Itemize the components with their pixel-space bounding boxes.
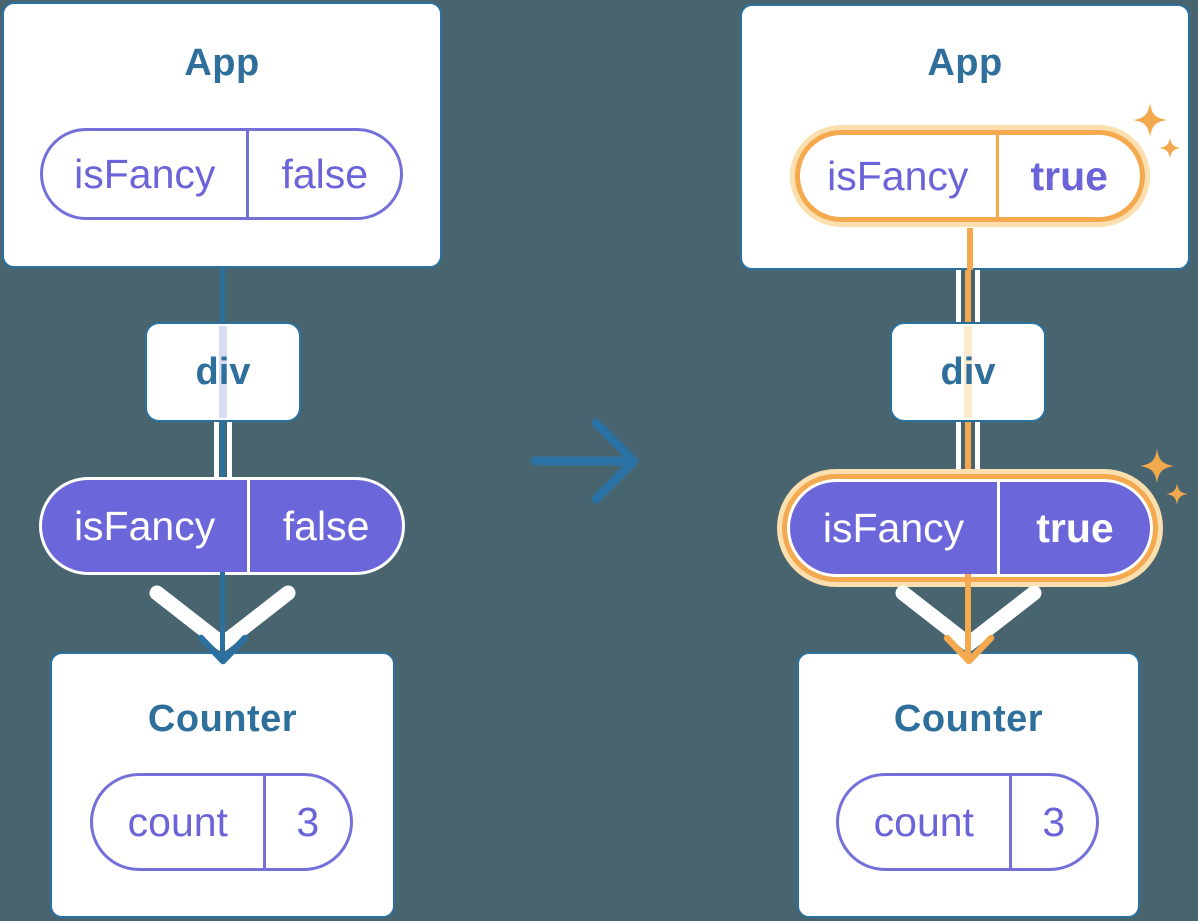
prop-pipe-line (965, 270, 971, 322)
pill-name-cell: isFancy (73, 502, 216, 549)
state-flow-line (220, 572, 225, 658)
prop-pipe-rail (214, 422, 219, 482)
sparkle-icon (1133, 103, 1181, 159)
tree-edge-line (220, 266, 225, 324)
arrowhead-icon (943, 634, 995, 665)
app-title: App (927, 42, 1003, 84)
counter-title: Counter (893, 698, 1044, 740)
prop-pipe-line (965, 422, 971, 482)
prop-pill-left: isFancy false (42, 480, 402, 572)
prop-pipe-rail (975, 270, 980, 322)
pill-name-cell: count (873, 798, 974, 845)
div-label: div (940, 350, 996, 393)
pill-name-cell: isFancy (822, 504, 965, 551)
prop-pipe-rail (956, 270, 961, 322)
prop-thread (964, 326, 972, 418)
app-title: App (184, 42, 260, 84)
state-flow-line (967, 228, 973, 270)
app-state-pill-left: isFancy false (40, 128, 403, 220)
pill-name-cell: isFancy (827, 152, 969, 199)
counter-title: Counter (147, 698, 298, 740)
prop-thread (219, 326, 227, 418)
div-box-left: div (145, 322, 301, 422)
pill-name-cell: count (127, 798, 228, 845)
prop-pipe-rail (227, 422, 232, 482)
counter-state-pill-left: count 3 (90, 773, 353, 871)
prop-pipe-rail (956, 422, 961, 470)
sparkle-icon (1140, 449, 1188, 505)
pill-value-cell: false (246, 131, 400, 217)
arrowhead-icon (197, 634, 249, 665)
counter-state-pill-right: count 3 (836, 773, 1099, 871)
prop-pipe-rail (975, 422, 980, 470)
pill-value-cell: true (997, 482, 1150, 574)
div-label: div (195, 350, 251, 393)
pill-value-cell: 3 (1008, 776, 1096, 868)
prop-pill-right: isFancy true (790, 482, 1150, 574)
state-flow-line (965, 574, 971, 658)
div-box-right: div (890, 322, 1046, 422)
pill-name-cell: isFancy (74, 150, 216, 197)
app-state-pill-right: isFancy true (795, 130, 1145, 222)
prop-pipe-line (220, 422, 225, 482)
pill-value-cell: false (247, 480, 402, 572)
pill-value-cell: 3 (262, 776, 350, 868)
pill-value-cell: true (995, 135, 1141, 217)
right-arrow-icon (530, 418, 639, 504)
